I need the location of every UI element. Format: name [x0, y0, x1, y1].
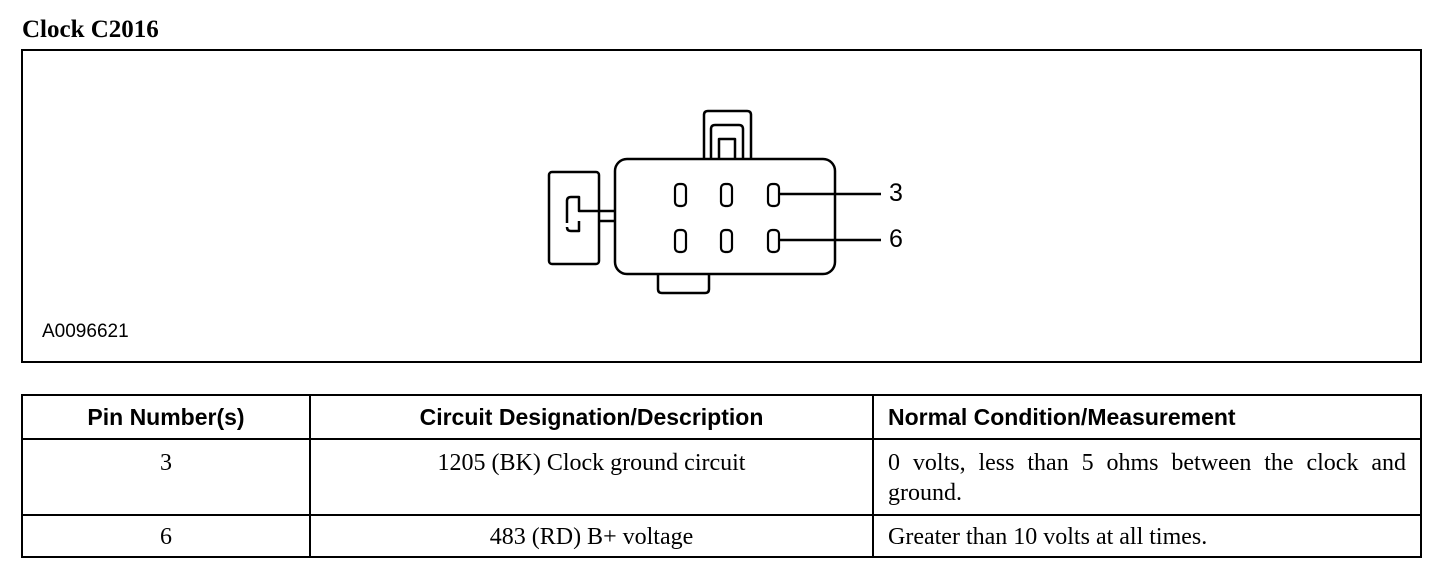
bottom-tab	[656, 273, 711, 295]
figure-id-label: A0096621	[42, 321, 129, 342]
pin-cavity-5	[719, 228, 734, 254]
cell-pin: 3	[21, 438, 311, 516]
table-row: 3 1205 (BK) Clock ground circuit 0 volts…	[21, 438, 1422, 516]
connector-diagram	[547, 109, 881, 295]
pin-cavity-1	[673, 182, 688, 208]
pin-cavity-3	[766, 182, 781, 208]
cell-condition: Greater than 10 volts at all times.	[872, 514, 1422, 558]
cell-circuit: 1205 (BK) Clock ground circuit	[309, 438, 874, 516]
top-latch-inner	[709, 123, 745, 161]
table-header-row: Pin Number(s) Circuit Designation/Descri…	[21, 394, 1422, 440]
pin-callout-3: 3	[889, 179, 903, 207]
cell-circuit: 483 (RD) B+ voltage	[309, 514, 874, 558]
page-title: Clock C2016	[22, 16, 159, 43]
header-circuit: Circuit Designation/Description	[309, 394, 874, 440]
pin-table: Pin Number(s) Circuit Designation/Descri…	[21, 394, 1422, 558]
pin-cavity-6	[766, 228, 781, 254]
cell-condition: 0 volts, less than 5 ohms between the cl…	[872, 438, 1422, 516]
header-condition: Normal Condition/Measurement	[872, 394, 1422, 440]
pin-cavity-4	[673, 228, 688, 254]
top-latch	[702, 109, 753, 161]
connector-figure: 3 6 A0096621	[21, 49, 1422, 363]
pin-callout-6: 6	[889, 225, 903, 253]
cell-pin: 6	[21, 514, 311, 558]
header-pin-number: Pin Number(s)	[21, 394, 311, 440]
side-lock-hook	[565, 195, 599, 233]
pin-cavity-2	[719, 182, 734, 208]
connector-body	[613, 157, 837, 276]
table-row: 6 483 (RD) B+ voltage Greater than 10 vo…	[21, 514, 1422, 558]
side-lock	[547, 170, 601, 266]
